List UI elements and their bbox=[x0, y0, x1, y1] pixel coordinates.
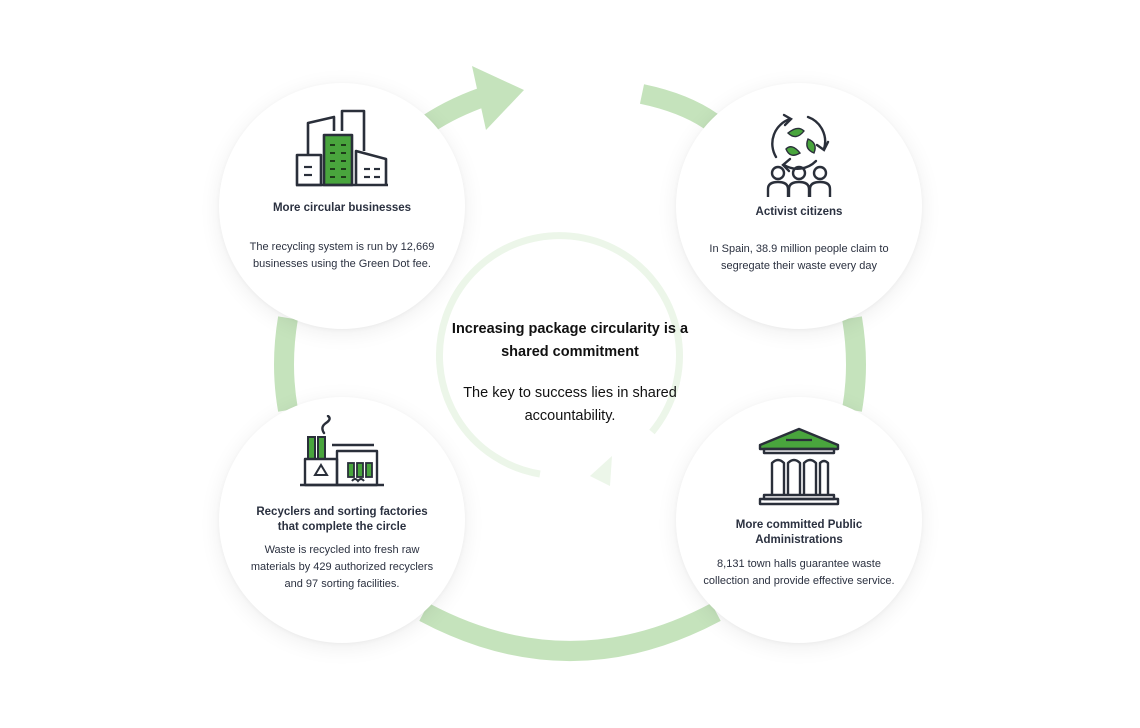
outer-ring-top-right-arc bbox=[639, 84, 718, 131]
node-description: In Spain, 38.9 million people claim to s… bbox=[709, 243, 889, 272]
outer-ring-left-arc bbox=[274, 316, 298, 412]
outer-ring-bottom-arc bbox=[419, 603, 721, 661]
node-businesses: More circular businesses The recycling s… bbox=[219, 83, 465, 329]
node-description: The recycling system is run by 12,669 bu… bbox=[249, 241, 435, 270]
node-public-administrations: More committed Public Administrations 8,… bbox=[676, 397, 922, 643]
node-description: 8,131 town halls guarantee waste collect… bbox=[703, 558, 895, 587]
node-citizens: Activist citizens In Spain, 38.9 million… bbox=[676, 83, 922, 329]
cycle-arrowhead-icon bbox=[472, 66, 524, 130]
node-title: More committed Public Administrations bbox=[735, 519, 863, 546]
node-title: Activist citizens bbox=[755, 206, 843, 218]
inner-ring-arrowhead-icon bbox=[590, 456, 612, 486]
outer-ring-right-arc bbox=[842, 316, 866, 412]
node-description: Waste is recycled into fresh raw materia… bbox=[250, 544, 434, 590]
public-building-icon bbox=[758, 427, 840, 506]
center-title: Increasing package circularity is a shar… bbox=[451, 321, 689, 360]
recycling-factory-icon bbox=[300, 415, 384, 487]
center-subtitle: The key to success lies in shared accoun… bbox=[463, 385, 677, 424]
center-message: Increasing package circularity is a shar… bbox=[428, 318, 712, 428]
buildings-icon bbox=[295, 109, 388, 187]
inner-ring bbox=[436, 232, 683, 478]
node-title: Recyclers and sorting factories that com… bbox=[256, 506, 428, 533]
node-recyclers: Recyclers and sorting factories that com… bbox=[219, 397, 465, 643]
recycling-people-icon bbox=[766, 113, 832, 197]
node-title: More circular businesses bbox=[272, 202, 412, 214]
